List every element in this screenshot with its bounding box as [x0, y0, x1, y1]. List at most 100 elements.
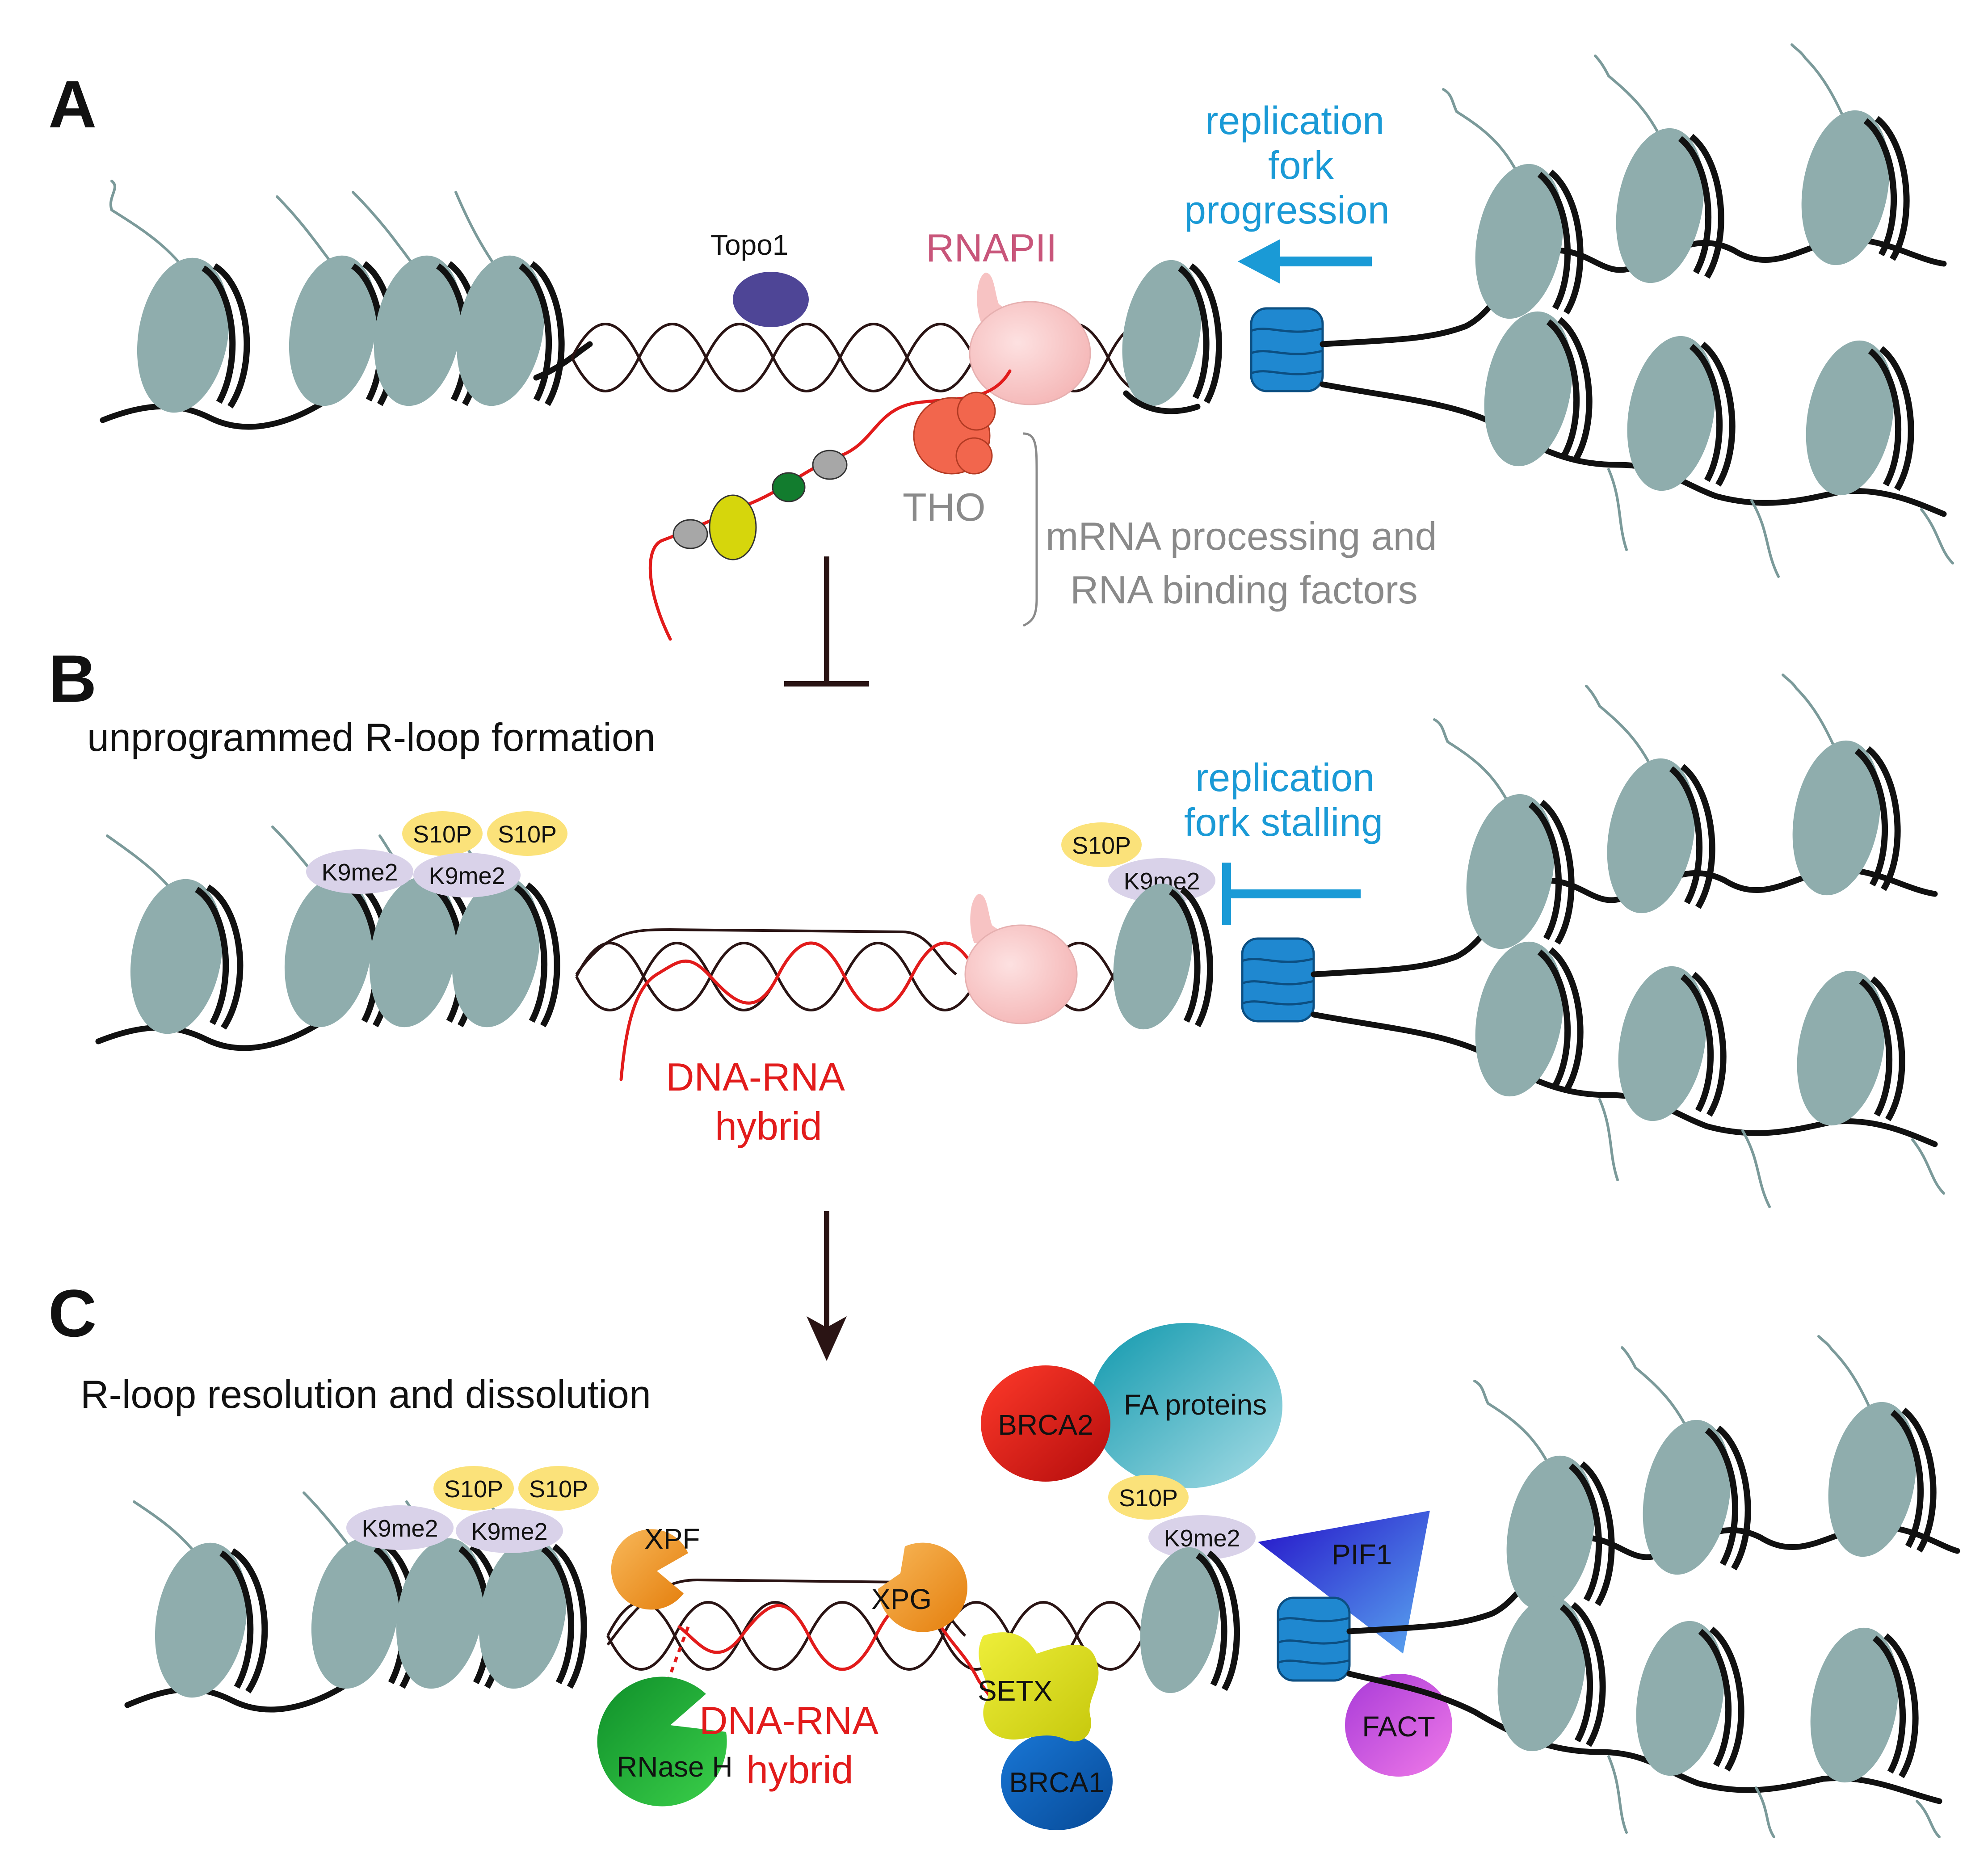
- replicative-helicase: [1241, 937, 1315, 1023]
- hybrid-label-2: hybrid: [746, 1748, 853, 1792]
- setx-label: SETX: [978, 1675, 1052, 1707]
- nucleosome: [1433, 718, 1575, 949]
- displaced-ssdna: [575, 928, 957, 976]
- rna-cleavage-dotted: [660, 1626, 690, 1699]
- mrna-factors-label-1: mRNA processing and: [1046, 514, 1437, 558]
- replicative-helicase: [1277, 1596, 1351, 1682]
- panel-b-caption: unprogrammed R-loop formation: [87, 715, 656, 759]
- s10p-mark: [487, 811, 567, 856]
- nucleosome: [1585, 685, 1715, 914]
- nucleosome: [1113, 883, 1214, 1030]
- nucleosome: [1797, 970, 1945, 1195]
- tho-complex: [913, 392, 996, 475]
- panel-c-letter: C: [48, 1276, 97, 1351]
- nucleosome: [1810, 1627, 1941, 1838]
- panel-b: B unprogrammed R-loop formation: [48, 641, 1945, 1361]
- fork-stalling-label-2: fork stalling: [1184, 800, 1383, 844]
- s10p-mark: [1061, 822, 1142, 867]
- nucleosome: [1817, 1335, 1937, 1557]
- nucleosome: [1442, 88, 1584, 319]
- pif1-helicase: [1258, 1511, 1430, 1654]
- s10p-mark: [433, 1466, 514, 1511]
- panel-a: A: [48, 43, 1954, 687]
- fork-progression-label-1: replication: [1205, 98, 1384, 143]
- nucleosome: [1618, 966, 1771, 1208]
- dna-strand: [571, 323, 1177, 392]
- nucleosome: [1497, 1596, 1628, 1834]
- rnase-h-label: RNase H: [617, 1751, 733, 1783]
- nucleosome: [106, 834, 244, 1034]
- tho-label: THO: [903, 485, 986, 529]
- setx-helicase: [979, 1632, 1099, 1742]
- chromatin-fiber: [95, 1016, 329, 1051]
- panel-c: C R-loop resolution and dissolution: [48, 1276, 1960, 1838]
- nucleosome: [1806, 340, 1954, 564]
- dna-strand: [575, 942, 1172, 1011]
- inhibition-symbol: [784, 556, 869, 687]
- nucleosome: [1140, 1547, 1240, 1693]
- rna-binding-factor: [812, 450, 848, 480]
- brca1-label: BRCA1: [1009, 1766, 1104, 1798]
- rna-binding-factor: [672, 519, 708, 549]
- k9me2-label: K9me2: [1164, 1525, 1240, 1552]
- panel-b-letter: B: [48, 641, 97, 716]
- brca2-label: BRCA2: [998, 1409, 1093, 1441]
- k9me2-mark: [306, 849, 413, 894]
- k9me2-label: K9me2: [429, 863, 505, 889]
- k9me2-mark: [413, 853, 521, 897]
- rnapii-complex: [969, 273, 1091, 405]
- k9me2-label: K9me2: [471, 1518, 547, 1545]
- factor-bracket: [1022, 432, 1038, 627]
- nucleosome: [1594, 55, 1724, 283]
- panel-a-letter: A: [48, 67, 97, 142]
- s10p-label: S10P: [444, 1476, 503, 1503]
- fork-stalling-symbol: [1222, 863, 1361, 925]
- rnase-h-enzyme: [597, 1676, 727, 1807]
- rna-binding-factor: [772, 472, 806, 502]
- xpf-nuclease: [611, 1529, 688, 1610]
- topo1-label: Topo1: [710, 229, 788, 261]
- k9me2-label: K9me2: [321, 859, 398, 886]
- fork-progression-arrow-head: [1238, 239, 1280, 284]
- s10p-mark: [1108, 1475, 1189, 1520]
- brca1-protein: [1001, 1732, 1113, 1830]
- transition-arrow-head: [807, 1316, 847, 1361]
- s10p-label: S10P: [413, 821, 472, 848]
- topo1-enzyme: [733, 272, 809, 327]
- s10p-mark: [518, 1466, 599, 1511]
- fork-progression-label-2: fork: [1268, 143, 1334, 187]
- nucleosome: [276, 195, 397, 406]
- mrna-factors-label-2: RNA binding factors: [1070, 568, 1418, 612]
- panel-c-caption: R-loop resolution and dissolution: [80, 1372, 651, 1416]
- s10p-label: S10P: [1072, 832, 1131, 859]
- nucleosome: [1473, 1380, 1615, 1611]
- nucleosome: [1636, 1621, 1775, 1838]
- nucleosome: [1627, 336, 1780, 578]
- nucleosome: [1122, 260, 1223, 414]
- fa-proteins-complex: [1090, 1323, 1282, 1488]
- nucleosome: [109, 180, 250, 413]
- hybrid-label-1: DNA-RNA: [699, 1698, 878, 1743]
- k9me2-mark: [1148, 1515, 1256, 1560]
- s10p-mark: [402, 811, 483, 856]
- xpf-label: XPF: [644, 1523, 700, 1555]
- fact-complex: [1345, 1674, 1452, 1777]
- s10p-label: S10P: [498, 821, 557, 848]
- chromatin-fiber: [124, 1677, 356, 1713]
- nucleosome: [1782, 674, 1901, 896]
- xpg-label: XPG: [871, 1583, 932, 1615]
- fork-progression-label-3: progression: [1184, 188, 1390, 232]
- fa-proteins-label: FA proteins: [1124, 1389, 1267, 1421]
- k9me2-mark: [456, 1508, 563, 1553]
- fork-stalling-label-1: replication: [1195, 755, 1374, 800]
- pif1-label: PIF1: [1332, 1538, 1392, 1571]
- xpg-nuclease: [878, 1542, 967, 1632]
- s10p-label: S10P: [1119, 1485, 1178, 1512]
- nucleosome: [454, 191, 565, 406]
- k9me2-label: K9me2: [361, 1515, 438, 1542]
- nucleosome: [1790, 43, 1910, 265]
- nucleosome: [1484, 311, 1628, 551]
- dna-strand: [575, 942, 1172, 1011]
- hybrid-label-1: DNA-RNA: [666, 1055, 845, 1099]
